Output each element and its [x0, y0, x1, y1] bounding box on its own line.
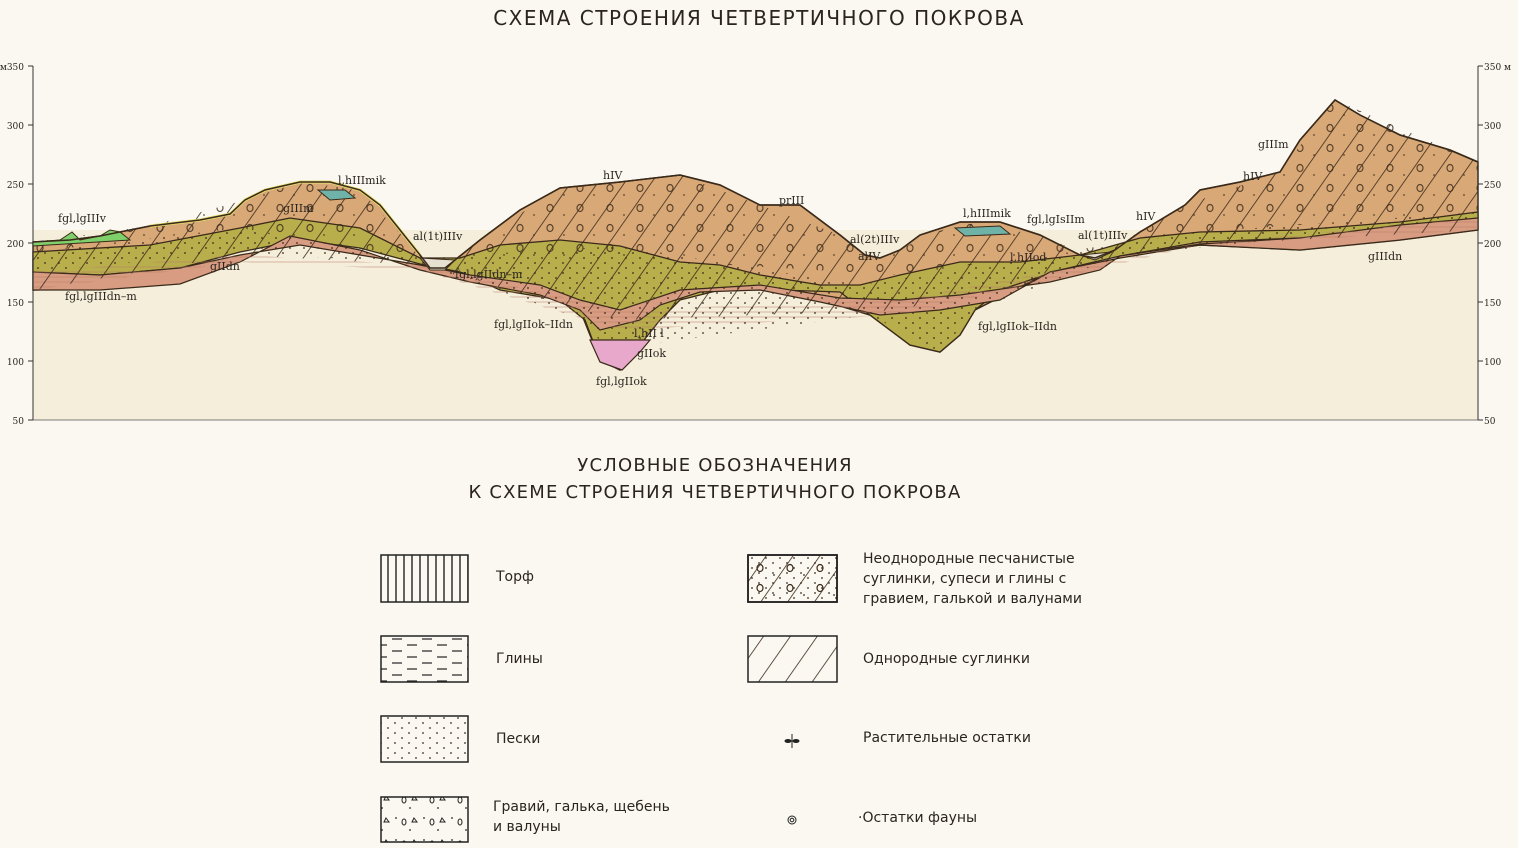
section-label: prIII — [779, 194, 804, 207]
right-axis-tick-label: 100 — [1484, 358, 1501, 368]
right-axis-tick-label: 350 м — [1484, 63, 1511, 73]
left-axis-tick-label: 200 — [7, 240, 24, 250]
clay-pattern — [380, 635, 469, 683]
homogeneous-loam-pattern — [747, 635, 838, 683]
section-label: hIV — [1243, 170, 1263, 183]
left-axis-tick-label: 300 — [7, 122, 24, 132]
section-label: l,hII l — [634, 327, 664, 340]
section-label: fgl,lgIIok–IIdn — [978, 320, 1057, 333]
section-label: hIV — [603, 169, 623, 182]
section-label: gIIok — [637, 347, 666, 360]
legend-label-peat: Торф — [496, 569, 534, 585]
left-axis-tick-label: 150 — [7, 299, 24, 309]
legend-label-heterogeneous-loam: Неоднородные песчанистые суглинки, супес… — [863, 551, 1082, 607]
section-label: l,hIIImik — [338, 174, 386, 187]
section-label: alIV — [858, 250, 881, 263]
sand-pattern — [380, 715, 469, 763]
green-patch — [32, 229, 132, 247]
legend-label-plant-remains: Растительные остатки — [863, 730, 1031, 746]
legend-label-fauna-remains: ·Остатки фауны — [858, 810, 978, 826]
section-label: l,hIIImik — [963, 207, 1011, 220]
legend-title: УСЛОВНЫЕ ОБОЗНАЧЕНИЯ — [577, 455, 853, 476]
right-axis-tick-label: 50 — [1484, 417, 1496, 427]
right-axis-tick-label: 200 — [1484, 240, 1501, 250]
section-label: al(2t)IIIv — [850, 233, 900, 246]
teal-lake-2 — [953, 225, 1012, 237]
section-label: fgl,lgIsIIm — [1027, 213, 1085, 226]
gravel-pattern — [380, 796, 469, 843]
geological-cross-section: м350 350 м 300 300 250 250 200 200 150 150 100 100 5… — [0, 63, 1511, 427]
section-label: gIIIm — [1258, 138, 1289, 151]
section-label: al(1t)IIIv — [1078, 229, 1128, 242]
right-axis-tick-label: 150 — [1484, 299, 1501, 309]
heterogeneous-loam-pattern — [747, 554, 838, 603]
section-label: fgl,lgIIok–IIdn — [494, 318, 573, 331]
section-label: gIIdn — [210, 260, 240, 273]
legend-label-gravel: Гравий, галька, щебень и валуны — [493, 799, 670, 835]
fauna-remains-icon — [787, 815, 797, 825]
right-axis-tick-label: 250 — [1484, 181, 1501, 191]
section-label: l,hIIod — [1010, 251, 1046, 264]
left-axis-tick-label: м350 — [0, 63, 24, 73]
section-label: al(1t)IIIv — [413, 230, 463, 243]
section-label: fgl,lgIIok — [596, 375, 647, 388]
section-label: gIIIdn — [1368, 250, 1402, 263]
section-label: fgl,lgIIdn–m — [455, 268, 523, 281]
right-axis-tick-label: 300 — [1484, 122, 1501, 132]
section-label: gIIIm — [283, 202, 314, 215]
left-axis-tick-label: 50 — [13, 417, 25, 427]
diagram-title: СХЕМА СТРОЕНИЯ ЧЕТВЕРТИЧНОГО ПОКРОВА — [493, 6, 1025, 30]
legend-label-sand: Пески — [496, 731, 541, 747]
teal-lake-1 — [316, 189, 357, 201]
section-label: hIV — [1136, 210, 1156, 223]
legend-label-clay: Глины — [496, 651, 543, 667]
pink-layer — [589, 339, 652, 371]
plant-remains-icon — [784, 734, 800, 748]
section-label: fgl,lgIIIdn–m — [65, 290, 137, 303]
legend-subtitle: К СХЕМЕ СТРОЕНИЯ ЧЕТВЕРТИЧНОГО ПОКРОВА — [468, 482, 962, 503]
left-axis-tick-label: 250 — [7, 181, 24, 191]
left-axis-tick-label: 100 — [7, 358, 24, 368]
legend-label-homogeneous-loam: Однородные суглинки — [863, 651, 1030, 667]
peat-pattern — [380, 554, 469, 603]
section-label: fgl,lgIIIv — [58, 212, 107, 225]
